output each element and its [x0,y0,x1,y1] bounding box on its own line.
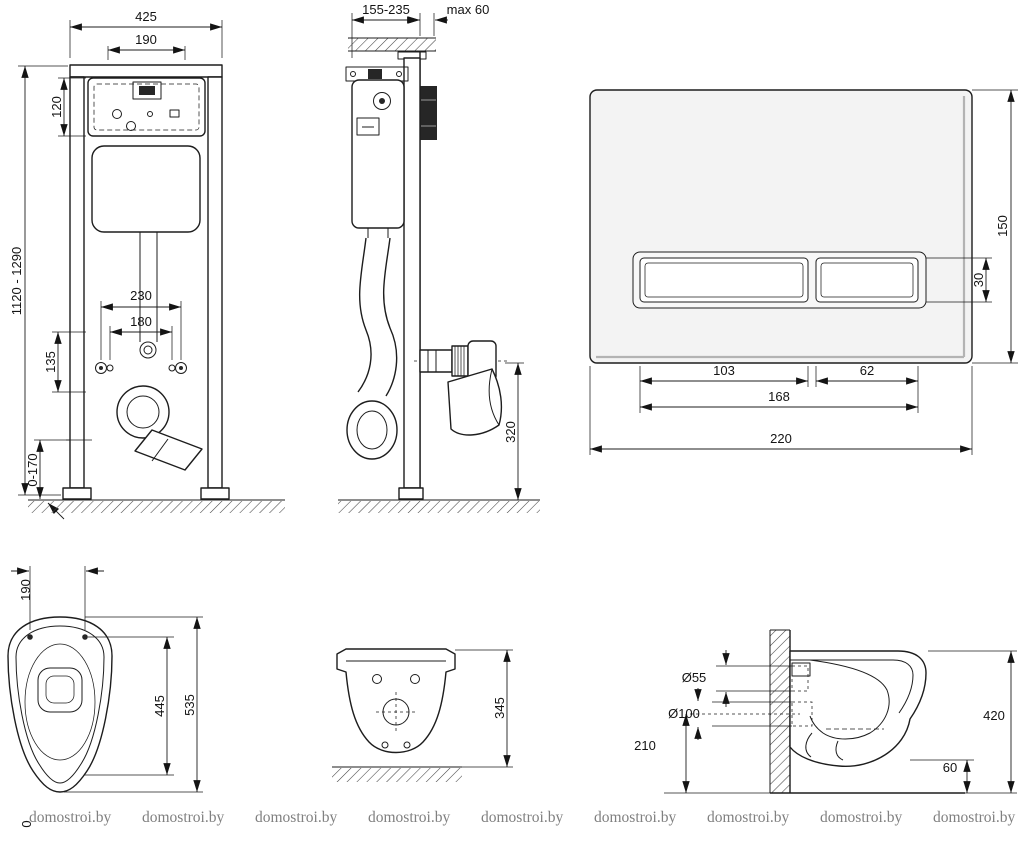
dim-label-d100: Ø100 [668,706,700,721]
watermark-text: domostroi.by [368,809,450,826]
frame-rail-side [397,51,427,500]
bowl-front-outline [336,648,456,754]
dim-big-button: 103 [639,363,809,413]
dim-outlet-offset: 135 [43,331,86,393]
dim-plate-width: 220 [589,366,973,455]
dim-bowl-front-height: 345 [455,649,513,768]
dim-label-220: 220 [770,431,792,446]
flush-pipe [346,237,398,460]
dim-label-partial: 0 [19,820,34,827]
dim-drain-spacing: 180 [109,314,173,360]
outlet-assembly [414,340,508,436]
dim-label-150: 150 [995,215,1010,237]
dim-small-button: 62 [815,363,919,413]
water-tank [91,145,201,342]
dim-label-445: 445 [152,695,167,717]
dim-fixing-spacing: 230 [100,288,182,360]
dim-frame-width: 425 [69,9,223,58]
dim-label-425: 425 [135,9,157,24]
dim-label-120: 120 [49,96,64,118]
dim-label-135: 135 [43,351,58,373]
dim-label-30: 30 [971,273,986,287]
dim-label-180: 180 [130,314,152,329]
bowl-side-view: Ø55 Ø100 210 420 60 [634,629,1017,794]
dim-plate-height: 150 [972,89,1018,364]
dim-label-168: 168 [768,389,790,404]
dim-label-height-range: 1120 - 1290 [9,247,24,315]
dim-label-155-235: 155-235 [362,2,410,17]
cistern-side [345,66,409,238]
dim-outlet-diameter: Ø100 [668,688,792,740]
dim-label-103: 103 [713,363,735,378]
bowl-side-outline [690,650,927,767]
bowl-top-outline [7,616,113,793]
dim-label-230: 230 [130,288,152,303]
dim-label-210: 210 [634,738,656,753]
bowl-front-view: 345 [332,648,513,782]
dim-bowl-rim-length: 445 [84,636,174,776]
dim-button-height: 30 [926,257,992,303]
dim-label-320: 320 [503,421,518,443]
dim-outlet-height: 320 [503,362,524,500]
frame-front-view: 425 190 [9,9,285,520]
bowl-top-view: 190 445 535 0 [7,566,203,828]
dim-label-d55: Ø55 [682,670,707,685]
frame-side-view: 155-235 max 60 [338,2,540,513]
dim-label-0-170: 0-170 [25,453,40,486]
inlet-fitting [139,341,157,359]
cistern-control-box [87,77,206,137]
dim-bowl-side-height: 420 [928,650,1017,794]
fixing-bolts [95,362,187,374]
small-flush-button [815,257,919,303]
flush-plate-view: 103 62 168 220 30 150 [589,89,1018,455]
watermark-text: domostroi.by [255,809,337,826]
watermark-text: domostroi.by [933,809,1015,826]
dim-inlet-diameter: Ø55 [682,650,792,707]
ground-line-side [338,499,540,513]
watermark-text: domostroi.by [820,809,902,826]
wall-hatch [769,629,965,794]
watermark-text: domostroi.by [29,809,111,826]
watermark-text: domostroi.by [594,809,676,826]
dim-label-bowl-190: 190 [18,579,33,601]
dim-max-wall: max 60 [405,2,489,36]
ground-line-bowl-front [332,766,462,782]
watermark-text: domostroi.by [707,809,789,826]
flush-plate-body [589,89,973,364]
watermark-text: domostroi.by [142,809,224,826]
dim-tank-width: 190 [107,32,186,60]
big-flush-button [639,257,809,303]
frame-structure [62,64,230,500]
dim-label-max-60: max 60 [447,2,490,17]
dim-tank-height: 120 [49,77,86,137]
dim-buttons-width: 168 [640,389,918,411]
dim-bowl-fixing: 190 [11,566,104,630]
dim-height-range: 1120 - 1290 [9,65,68,496]
ground-line-front [28,499,285,513]
dim-label-60: 60 [943,760,957,775]
dim-outlet-axis-height: 210 [634,714,770,794]
dim-label-345: 345 [492,697,507,719]
dim-label-62: 62 [860,363,874,378]
watermark-text: domostroi.by [481,809,563,826]
dim-label-190: 190 [135,32,157,47]
dim-label-535: 535 [182,694,197,716]
dim-label-420: 420 [983,708,1005,723]
dim-bowl-length: 535 [64,616,203,793]
dim-bottom-clearance: 60 [910,759,974,793]
watermark-row: domostroi.by domostroi.by domostroi.by d… [29,809,1015,826]
waste-outlet [116,385,203,471]
